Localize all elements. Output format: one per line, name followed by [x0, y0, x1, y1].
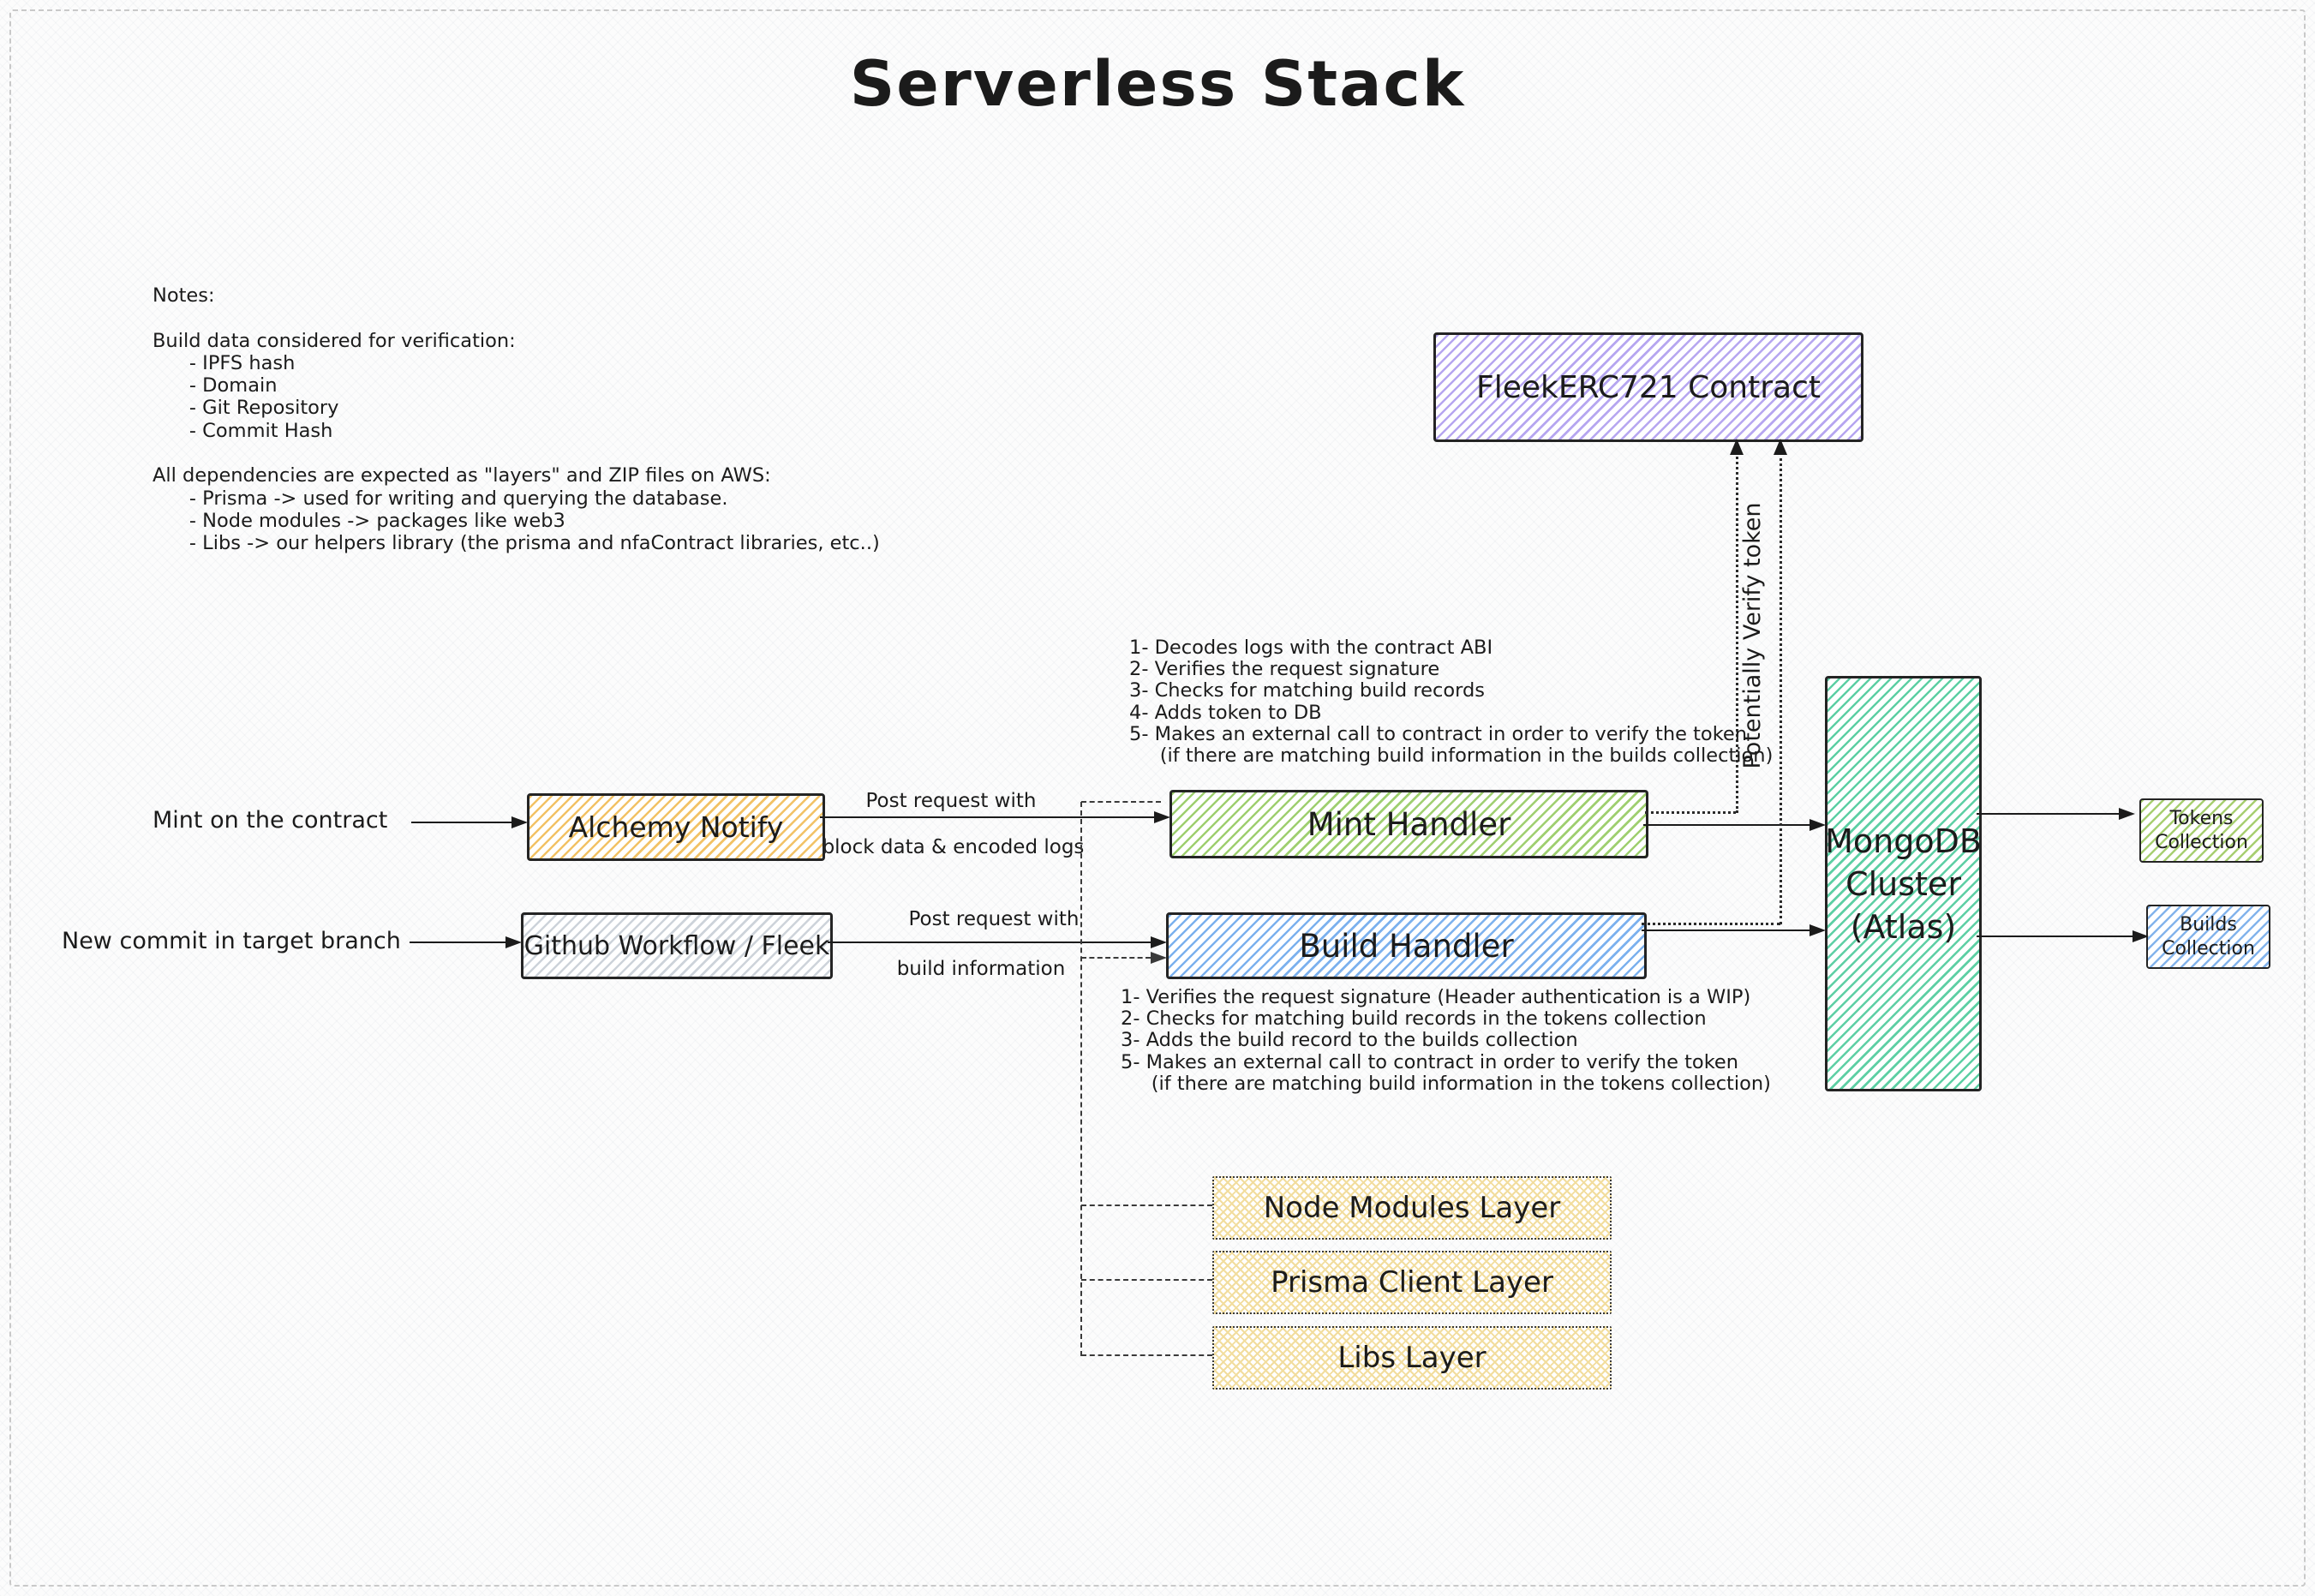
dashed-branch-arrowhead: [1151, 952, 1167, 964]
node-github-workflow-label: Github Workflow / Fleek: [523, 930, 830, 961]
node-build-handler-label: Build Handler: [1299, 927, 1514, 965]
connector-commit-trigger-to-github: [410, 941, 505, 943]
node-builds-collection: Builds Collection: [2146, 905, 2270, 969]
node-alchemy-notify: Alchemy Notify: [527, 793, 825, 861]
connector-mint-handler-arrowhead: [1810, 819, 1826, 831]
connector-github-to-build-handler: [828, 941, 1151, 943]
dashed-vertical-trunk: [1080, 802, 1082, 1356]
build-handler-steps: 1- Verifies the request signature (Heade…: [1121, 986, 1771, 1095]
node-mint-handler-label: Mint Handler: [1307, 805, 1511, 843]
dashed-branch-to-build-handler: [1081, 957, 1151, 959]
connector-build-handler-to-mongodb: [1642, 930, 1810, 931]
build-request-label-line1: Post request with: [908, 908, 1080, 930]
node-mongodb-cluster: MongoDB Cluster (Atlas): [1825, 676, 1982, 1091]
dashed-branch-to-libs-layer: [1081, 1354, 1212, 1356]
mint-request-label-line2: block data & encoded logs: [822, 836, 1085, 858]
notes-block: Notes: Build data considered for verific…: [153, 284, 880, 555]
build-request-label-line2: build information: [896, 958, 1066, 980]
dashed-stub-to-mint-handler: [1081, 801, 1161, 803]
node-github-workflow: Github Workflow / Fleek: [521, 912, 833, 979]
mint-request-label-line1: Post request with: [865, 790, 1037, 812]
node-libs-layer: Libs Layer: [1212, 1326, 1612, 1390]
connector-mint-trigger-arrowhead: [511, 816, 528, 828]
node-node-modules-layer-label: Node Modules Layer: [1263, 1191, 1561, 1225]
connector-alchemy-arrowhead: [1154, 811, 1170, 823]
node-prisma-client-layer: Prisma Client Layer: [1212, 1251, 1612, 1314]
dotted-build-contract-arrowhead: [1774, 439, 1787, 455]
connector-builds-arrowhead: [2133, 930, 2149, 942]
node-fleek-erc721-contract: FleekERC721 Contract: [1433, 332, 1863, 442]
connector-build-handler-arrowhead: [1810, 924, 1826, 936]
node-prisma-client-layer-label: Prisma Client Layer: [1271, 1265, 1553, 1300]
dotted-mint-handler-to-contract-vertical: [1736, 452, 1738, 813]
connector-github-arrowhead: [1151, 936, 1167, 948]
node-mint-handler: Mint Handler: [1169, 790, 1648, 858]
mint-handler-steps: 1- Decodes logs with the contract ABI 2-…: [1129, 637, 1774, 768]
connector-tokens-arrowhead: [2119, 808, 2135, 820]
connector-mongodb-to-tokens: [1977, 813, 2119, 815]
dotted-mint-handler-to-contract-horizontal: [1645, 811, 1736, 814]
connector-commit-trigger-arrowhead: [505, 936, 522, 948]
dotted-build-handler-to-contract-vertical: [1780, 452, 1782, 924]
dashed-branch-to-prisma-layer: [1081, 1279, 1212, 1281]
node-mongodb-cluster-label: MongoDB Cluster (Atlas): [1825, 822, 1982, 946]
dotted-mint-contract-arrowhead: [1730, 439, 1744, 455]
commit-trigger-label: New commit in target branch: [62, 928, 401, 954]
verify-token-label: Potentially Verify token: [1739, 502, 1766, 769]
node-builds-collection-label: Builds Collection: [2162, 913, 2255, 959]
mint-trigger-label: Mint on the contract: [153, 807, 388, 834]
connector-mint-trigger-to-alchemy: [411, 822, 512, 823]
node-tokens-collection-label: Tokens Collection: [2155, 807, 2248, 853]
connector-mongodb-to-builds: [1977, 935, 2133, 937]
node-fleek-erc721-contract-label: FleekERC721 Contract: [1476, 369, 1821, 405]
node-tokens-collection: Tokens Collection: [2139, 798, 2264, 863]
dashed-branch-to-node-modules-layer: [1081, 1204, 1212, 1206]
diagram-title: Serverless Stack: [849, 48, 1466, 121]
connector-mint-handler-to-mongodb: [1643, 824, 1810, 826]
connector-alchemy-to-mint-handler: [820, 816, 1156, 818]
node-build-handler: Build Handler: [1166, 912, 1647, 979]
node-libs-layer-label: Libs Layer: [1337, 1341, 1487, 1375]
dotted-build-handler-to-contract-horizontal: [1642, 923, 1780, 925]
node-node-modules-layer: Node Modules Layer: [1212, 1176, 1612, 1240]
node-alchemy-notify-label: Alchemy Notify: [568, 810, 784, 844]
